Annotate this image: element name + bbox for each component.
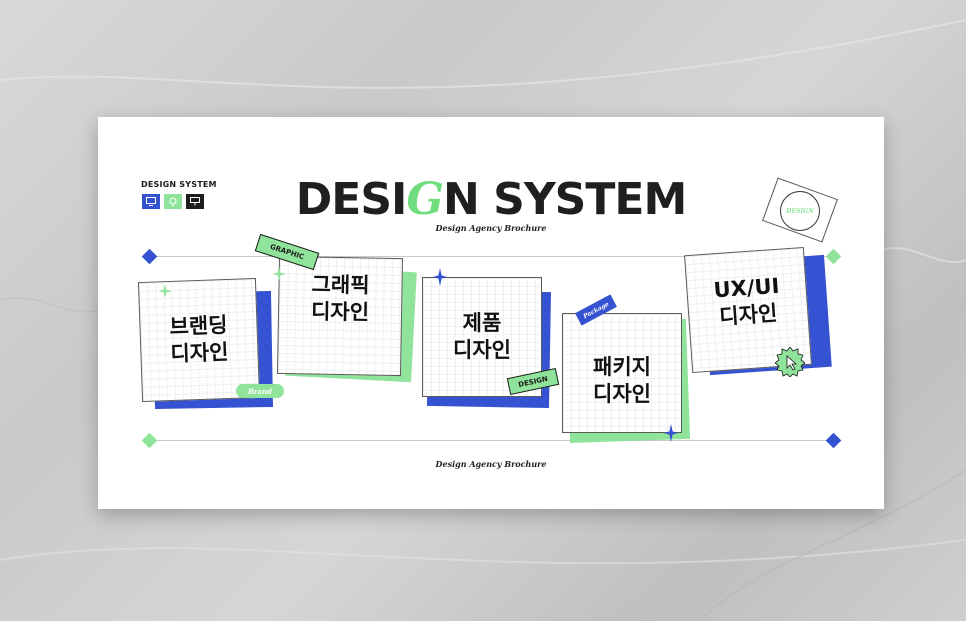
brand-small-title: DESIGN SYSTEM [141,180,217,189]
cursor-badge-icon [775,347,805,377]
footer-subtitle: Design Agency Brochure [435,459,547,469]
title-part-2: N SYSTEM [442,174,687,225]
sparkle-icon [664,424,678,442]
card-graphic-label: 그래픽 디자인 [310,272,370,325]
title-part-1: DESI [295,174,408,225]
top-divider [150,256,835,257]
sparkle-icon [433,268,447,286]
diamond-top-left [141,248,158,265]
card-graphic-panel: 그래픽 디자인 [276,255,404,377]
sticker-circle: DESIGN [780,191,820,231]
sparkle-icon [272,267,286,281]
card-branding-tag: Brand [236,384,284,398]
monitor-icon [142,194,160,209]
design-sticker: DESIGN [762,177,838,243]
card-uxui-label: UX/UI 디자인 [712,273,781,329]
diamond-bottom-left [141,432,158,449]
page-title: DESIGN SYSTEM [98,175,884,225]
card-package-panel: 패키지 디자인 [562,313,682,433]
presentation-icon [186,194,204,209]
card-graphic: 그래픽 디자인 GRAPHIC [254,233,420,385]
card-branding: 브랜딩 디자인 Brand [137,277,284,415]
icon-row [142,194,204,209]
card-product-label: 제품 디자인 [453,311,511,362]
card-uxui: UX/UI 디자인 [684,246,834,381]
sparkle-icon [158,284,172,298]
card-product: 제품 디자인 DESIGN [422,277,560,412]
bottom-divider [150,440,835,441]
title-accent-letter: G [406,174,444,225]
lightbulb-icon [164,194,182,209]
card-branding-label: 브랜딩 디자인 [169,313,229,366]
diamond-bottom-right [825,432,842,449]
subtitle: Design Agency Brochure [435,223,547,233]
card-package-label: 패키지 디자인 [593,355,651,406]
card-package: 패키지 디자인 Package [562,294,692,447]
sticker-text: DESIGN [786,207,814,215]
brochure-poster: DESIGN SYSTEM DESIGN SYSTEM Design Agenc… [98,117,884,509]
